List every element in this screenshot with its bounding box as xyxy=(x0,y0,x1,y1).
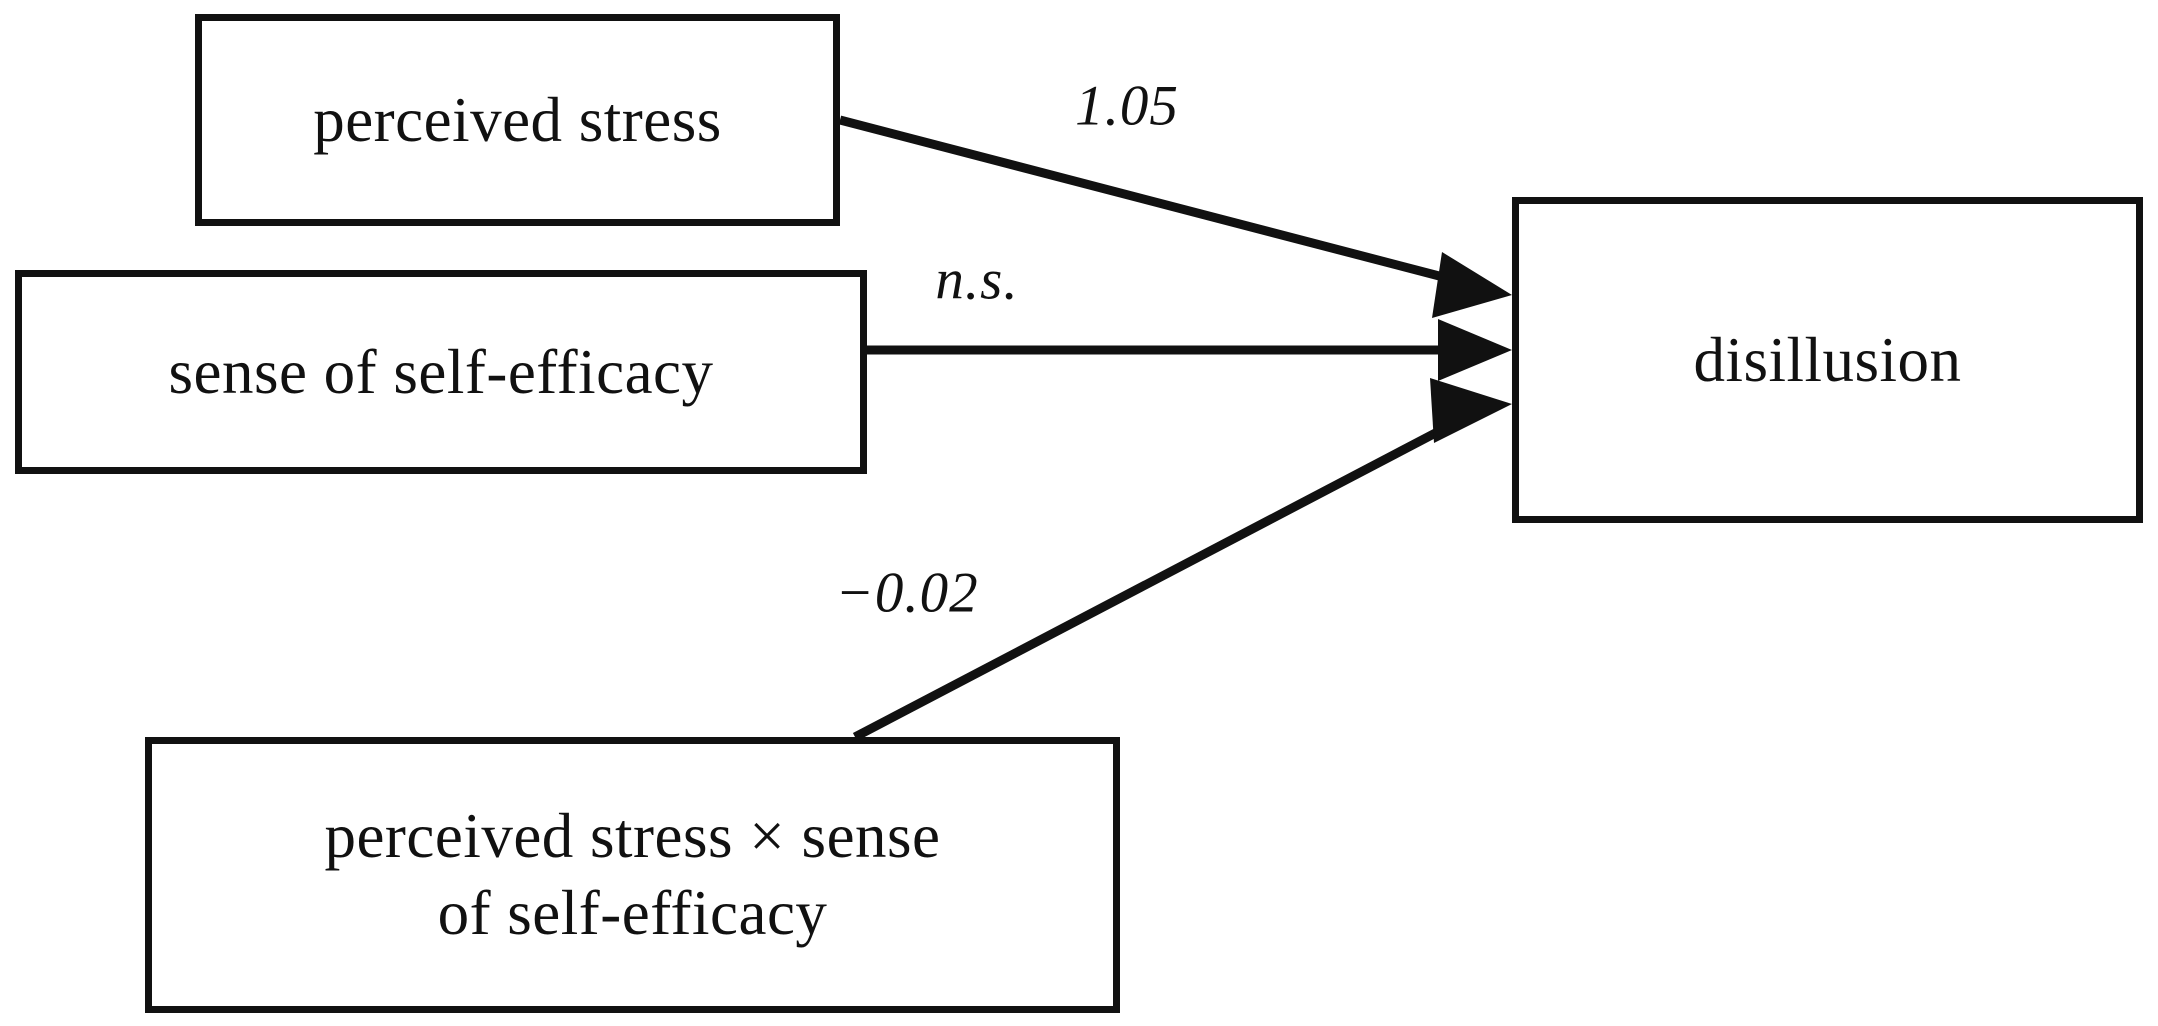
arrowhead-interaction xyxy=(1430,378,1512,443)
path-coefficient-self-efficacy: n.s. xyxy=(935,248,1019,312)
path-coefficient-stress: 1.05 xyxy=(1075,74,1179,138)
node-sense-of-self-efficacy: sense of self-efficacy xyxy=(15,270,867,474)
arrowhead-self-efficacy xyxy=(1438,319,1512,381)
edge-interaction-to-disillusion xyxy=(852,378,1512,741)
arrowhead-stress xyxy=(1432,252,1512,318)
edge-self-efficacy-to-disillusion xyxy=(867,319,1512,381)
node-disillusion: disillusion xyxy=(1512,197,2143,523)
node-interaction-term: perceived stress × sense of self-efficac… xyxy=(145,737,1120,1013)
edge-line-interaction xyxy=(852,413,1469,741)
edge-line-stress xyxy=(838,115,1472,289)
node-label-perceived-stress: perceived stress xyxy=(313,84,722,155)
node-perceived-stress: perceived stress xyxy=(195,14,840,226)
path-coefficient-interaction: −0.02 xyxy=(835,561,979,625)
node-label-disillusion: disillusion xyxy=(1693,324,1962,395)
node-label-interaction-term: perceived stress × sense of self-efficac… xyxy=(324,801,941,948)
node-label-sense-of-self-efficacy: sense of self-efficacy xyxy=(168,336,714,407)
edge-stress-to-disillusion xyxy=(838,115,1512,318)
